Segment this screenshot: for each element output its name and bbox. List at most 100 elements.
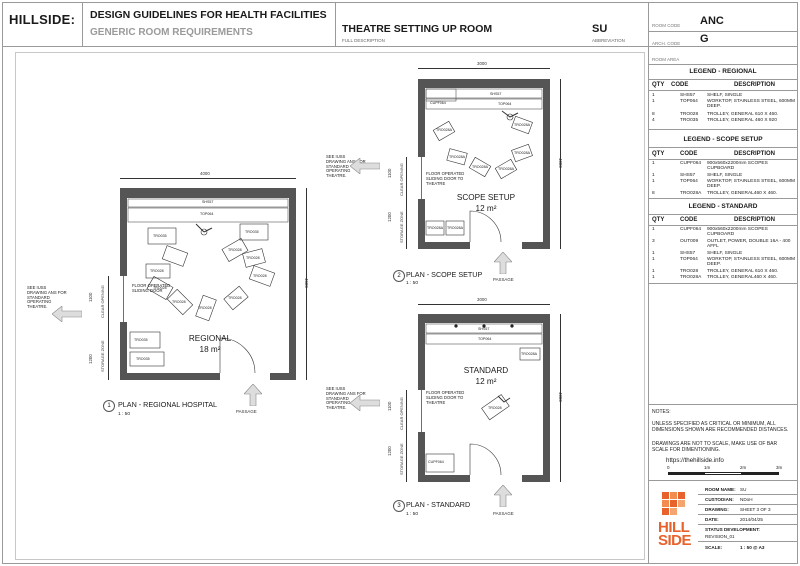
dimension-line xyxy=(560,314,561,482)
dim-1100: 1100 xyxy=(387,401,392,411)
dim-1200: 1200 xyxy=(88,354,93,364)
legend-cell: TOP064 xyxy=(680,257,698,262)
dim-1100: 1100 xyxy=(387,168,392,178)
dim-width: 3000 xyxy=(477,297,487,302)
legend-col-code: CODE xyxy=(680,217,698,223)
header-divider xyxy=(82,2,83,46)
item-label: CUPF064 xyxy=(428,460,444,464)
tb-value: SU xyxy=(740,487,747,492)
item-label: TRO035 xyxy=(136,357,150,361)
item-label: TRO035 xyxy=(134,338,148,342)
item-label: TOP064 xyxy=(200,212,214,216)
hillside-logo xyxy=(660,490,696,552)
notes-line: DRAWINGS ARE NOT TO SCALE, MAKE USE OF B… xyxy=(652,441,778,454)
dimension-line xyxy=(418,304,550,305)
legend-col-code: CODE xyxy=(680,151,698,157)
legend-cell: 1 xyxy=(652,227,655,232)
legend-cell: SHS57 xyxy=(680,173,696,178)
plan-regional: SHS57 TOP064 TRO035 TRO035 TRO035 TRO035… xyxy=(120,188,296,380)
arrow-left-icon xyxy=(349,157,381,179)
item-label: TRO028A xyxy=(436,128,452,132)
tb-label: CUSTODIAN: xyxy=(705,497,734,502)
dim-height: 4000 xyxy=(558,392,563,402)
logo-text-line: SIDE xyxy=(658,532,692,549)
tb-value: NDoH xyxy=(740,497,753,502)
legend-divider xyxy=(648,90,798,91)
scale-bar xyxy=(668,472,779,475)
legend-cell: 900x560x2200mm SCOPES CUPBOARD xyxy=(707,161,768,172)
passage-label: PASSAGE xyxy=(236,409,257,414)
clear-opening-label: CLEAR OPENING xyxy=(399,397,404,430)
legend-cell: 1 xyxy=(652,161,655,166)
code-divider xyxy=(648,64,798,65)
drawing-area xyxy=(15,52,645,560)
item-label: TRO028 xyxy=(150,269,164,273)
scale-label: 3m xyxy=(776,465,783,470)
legend-cell: TRO028 xyxy=(680,269,699,274)
dim-height: 4000 xyxy=(558,158,563,168)
plan-scale: 1 : 50 xyxy=(406,281,419,286)
legend-divider xyxy=(648,214,798,215)
item-label: TRO028 xyxy=(253,274,267,278)
plan-scale: 1 : 50 xyxy=(406,512,419,517)
dim-height: 4500 xyxy=(304,278,309,288)
room-label: STANDARD xyxy=(463,366,509,375)
legend-cell: TROLLEY, GENERAL 610 X 460. xyxy=(707,112,779,117)
room-area: 18 m² xyxy=(199,345,221,354)
item-label: TRO028 xyxy=(488,406,502,410)
arrow-left-icon xyxy=(349,394,381,416)
room-label: REGIONAL xyxy=(188,334,232,343)
arch-code-label: ARCH. CODE xyxy=(652,41,681,46)
storage-zone-label: STORAGE ZONE xyxy=(399,211,404,243)
legend-divider xyxy=(648,283,798,284)
item-label: TRO028A xyxy=(521,352,537,356)
plan-number: 2 xyxy=(393,270,405,282)
legend-cell: 900x560x2200mm SCOPES CUPBOARD xyxy=(707,227,768,238)
legend-cell: TRO035 xyxy=(680,118,699,123)
item-label: TRO035 xyxy=(153,234,167,238)
tb-label: ROOM NAME: xyxy=(705,487,736,492)
legend-cell: SHELF, SINGLE xyxy=(707,93,743,98)
notes-heading: NOTES: xyxy=(652,409,671,415)
plan-number: 3 xyxy=(393,500,405,512)
tb-divider xyxy=(698,541,798,542)
legend-cell: SHELF, SINGLE xyxy=(707,173,743,178)
item-label: TRO028A xyxy=(514,151,530,155)
door-note: FLOOR OPERATED SLIDING DOOR TO THEATRE xyxy=(426,390,465,405)
legend-divider xyxy=(648,198,798,199)
clear-opening-label: CLEAR OPENING xyxy=(100,285,105,318)
tb-divider xyxy=(698,524,798,525)
sheet-subtitle: GENERIC ROOM REQUIREMENTS xyxy=(90,27,253,38)
item-label: SHS57 xyxy=(490,92,502,96)
room-full-name: THEATRE SETTING UP ROOM xyxy=(342,23,493,35)
tb-value: 1 : 50 @ A3 xyxy=(740,545,765,550)
side-note: SEE IUSS DRAWING ANS FOR STANDARD OPERAT… xyxy=(27,285,67,310)
notes-line: UNLESS SPECIFIED AS CRITICAL OR MINIMUM,… xyxy=(652,421,789,434)
legend-cell: CUPF064 xyxy=(680,227,702,232)
legend-cell: TOP064 xyxy=(680,179,698,184)
legend-cell: 1 xyxy=(652,179,655,184)
abbreviation-caption: ABBREVIATION xyxy=(592,38,625,43)
item-label: TRO028A xyxy=(449,155,465,159)
website-link[interactable]: https://thehillside.info xyxy=(666,457,724,464)
logo-text-line: HILL xyxy=(658,519,690,536)
legend-cell: TROLLEY, GENERAL460 X 460. xyxy=(707,191,778,196)
plan-title: PLAN - REGIONAL HOSPITAL xyxy=(118,400,218,409)
legend-regional-title: LEGEND - REGIONAL xyxy=(689,68,757,75)
item-label: TRO028 xyxy=(153,286,167,290)
legend-cell: 1 xyxy=(652,275,655,280)
legend-cell: WORKTOP, STAINLESS STEEL, 600MM DEEP. xyxy=(707,257,795,268)
legend-cell: WORKTOP, STAINLESS STEEL, 600MM DEEP. xyxy=(707,99,795,110)
tb-label: STATUS DEVELOPMENT: xyxy=(705,527,760,532)
scale-label: 1m xyxy=(704,465,711,470)
legend-cell: TRO028 xyxy=(680,112,699,117)
dim-width: 4000 xyxy=(200,171,210,176)
item-label: TRO028 xyxy=(228,296,242,300)
scale-label: 0 xyxy=(667,465,670,470)
legend-cell: OUTLET, POWER, DOUBLE 16A - 400 AFFL xyxy=(707,239,791,250)
plan-scale: 1 : 50 xyxy=(118,412,131,417)
tb-divider xyxy=(698,494,798,495)
notes-divider xyxy=(648,404,798,405)
room-area: 12 m² xyxy=(475,204,497,213)
room-area: 12 m² xyxy=(475,377,497,386)
